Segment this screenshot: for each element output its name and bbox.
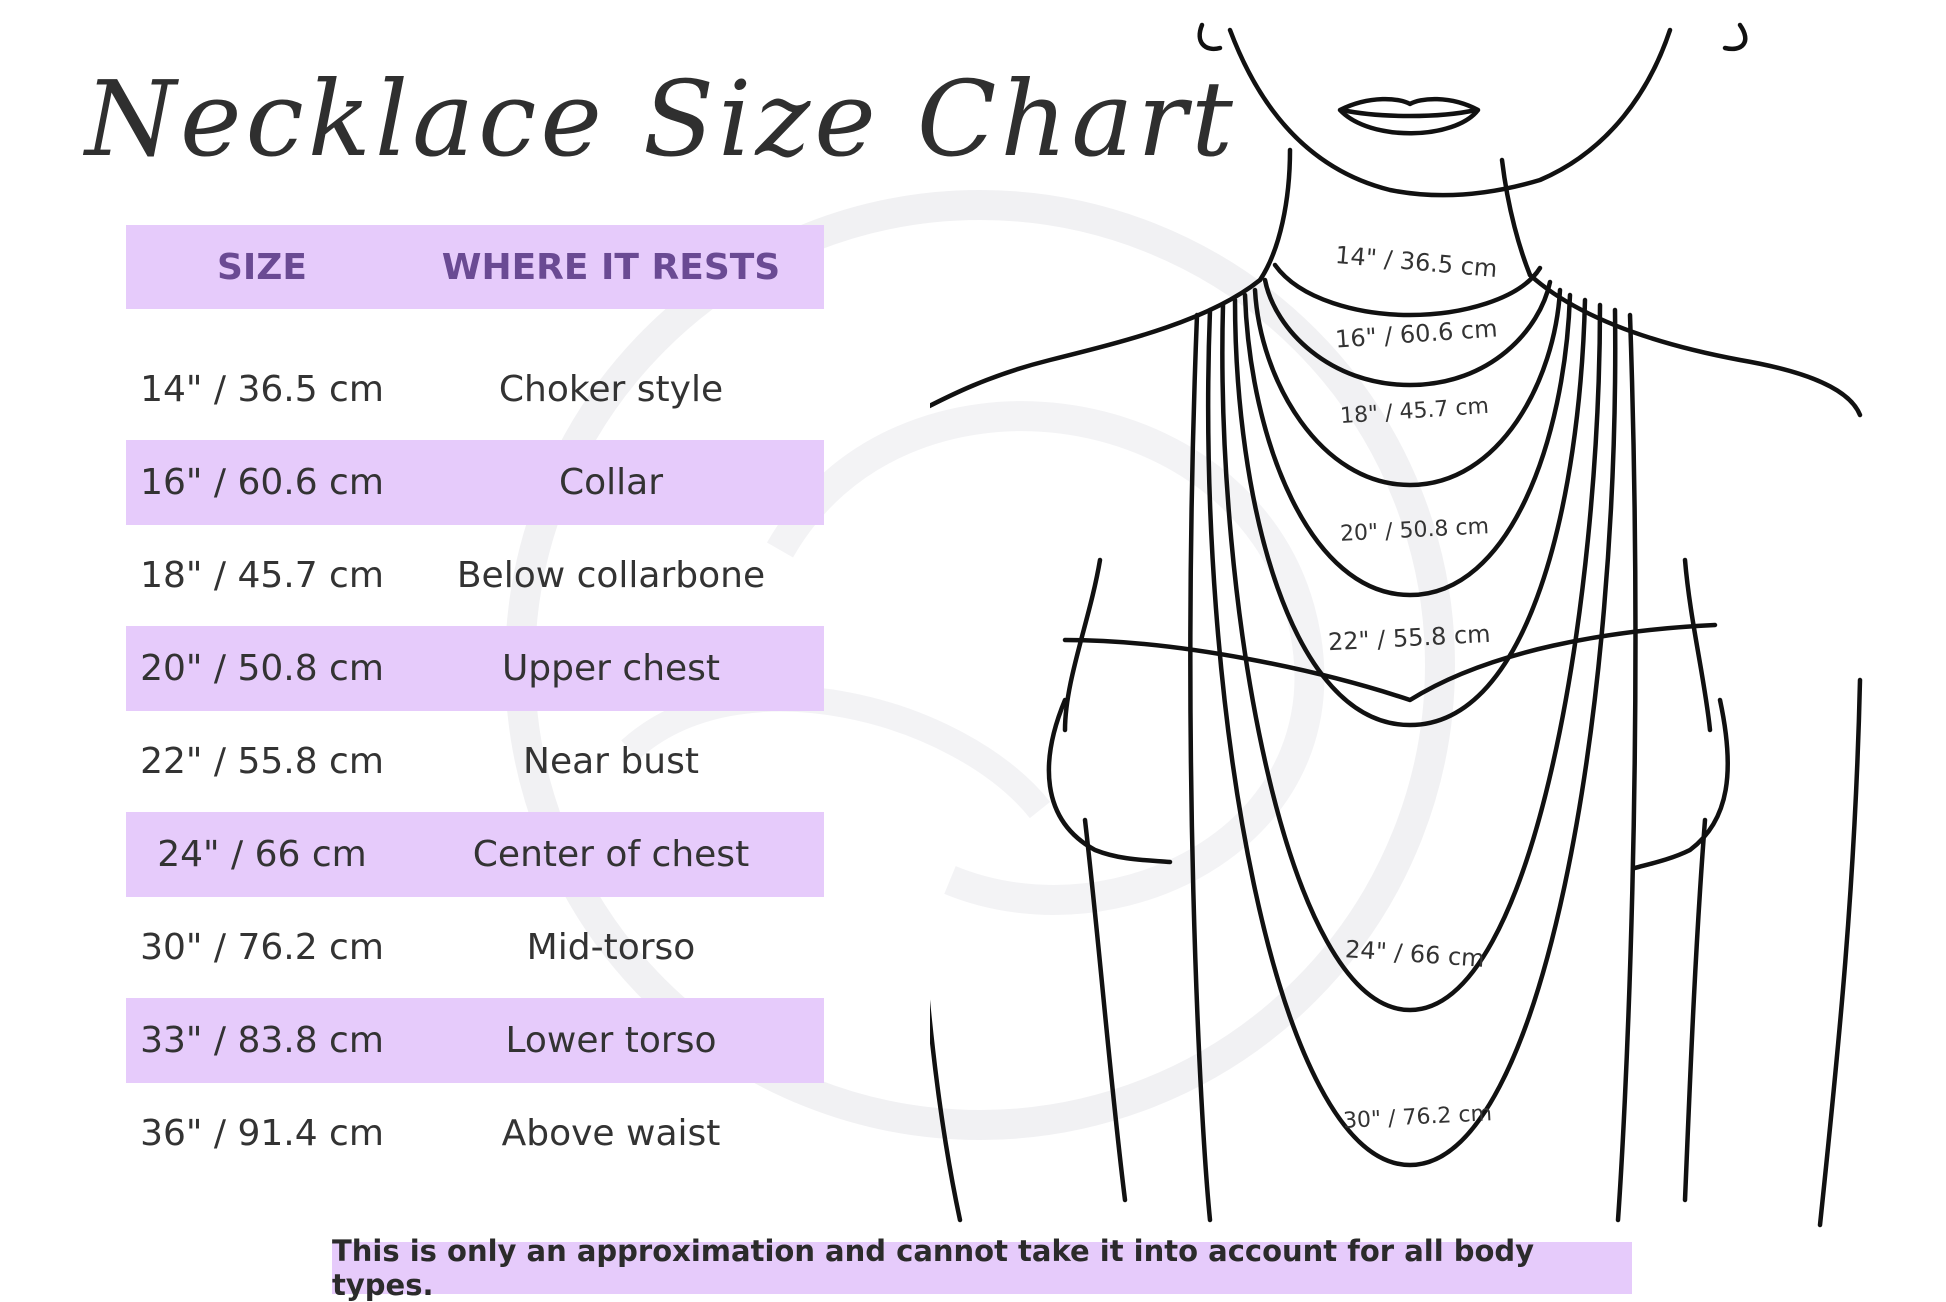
size-table: SIZE WHERE IT RESTS 14" / 36.5 cm Choker… [126, 225, 824, 1176]
header-size: SIZE [216, 246, 308, 288]
rests-cell: Upper chest [501, 648, 721, 689]
size-cell: 20" / 50.8 cm [140, 648, 384, 689]
size-cell: 18" / 45.7 cm [140, 555, 384, 596]
rests-cell: Near bust [523, 741, 699, 782]
table-row: 30" / 76.2 cm Mid-torso [126, 905, 824, 990]
header-where-it-rests: WHERE IT RESTS [441, 246, 781, 288]
size-cell: 36" / 91.4 cm [140, 1113, 384, 1154]
chin-line [1227, 27, 1673, 198]
table-row: 36" / 91.4 cm Above waist [126, 1091, 824, 1176]
rests-cell: Lower torso [505, 1020, 717, 1061]
table-header: SIZE WHERE IT RESTS [126, 225, 824, 309]
table-row: 18" / 45.7 cm Below collarbone [126, 533, 824, 618]
size-cell: 33" / 83.8 cm [140, 1020, 384, 1061]
size-cell: 14" / 36.5 cm [140, 369, 384, 410]
page-title: Necklace Size Chart [85, 58, 1237, 180]
rests-cell: Mid-torso [526, 927, 696, 968]
lips [1337, 96, 1481, 136]
size-cell: 30" / 76.2 cm [140, 927, 384, 968]
necklace-36 [1615, 312, 1638, 1223]
size-cell: 16" / 60.6 cm [140, 462, 384, 503]
necklace-30 [1206, 307, 1618, 1168]
table-row: 33" / 83.8 cm Lower torso [126, 998, 824, 1083]
rests-cell: Center of chest [472, 834, 750, 875]
disclaimer-note: This is only an approximation and cannot… [332, 1234, 1632, 1302]
necklace-16 [1262, 277, 1553, 388]
table-row: 20" / 50.8 cm Upper chest [126, 626, 824, 711]
size-cell: 22" / 55.8 cm [140, 741, 384, 782]
rests-cell: Below collarbone [456, 555, 766, 596]
left-bust [1046, 697, 1173, 865]
right-arm [1817, 677, 1863, 1228]
neck-right [1499, 157, 1533, 278]
table-row: 22" / 55.8 cm Near bust [126, 719, 824, 804]
left-arm [930, 1000, 963, 1223]
rests-cell: Above waist [501, 1113, 721, 1154]
table-row: 14" / 36.5 cm Choker style [126, 347, 824, 432]
necklace-20 [1242, 292, 1573, 598]
dress-line [1062, 622, 1718, 703]
body-illustration [930, 22, 1863, 1228]
table-row: 24" / 66 cm Center of chest [126, 812, 824, 897]
left-ear [1197, 22, 1223, 52]
neck-left [1257, 147, 1293, 283]
necklace-33 [1188, 312, 1213, 1223]
necklace-18 [1252, 287, 1563, 488]
table-row: 16" / 60.6 cm Collar [126, 440, 824, 525]
size-cell: 24" / 66 cm [157, 834, 367, 875]
right-bust [1632, 697, 1730, 871]
necklace-24 [1220, 302, 1603, 1013]
rests-cell: Choker style [498, 369, 724, 410]
right-shoulder [1527, 272, 1863, 418]
necklace-14 [1272, 262, 1543, 318]
right-ear [1722, 22, 1748, 52]
necklace-22 [1232, 297, 1588, 728]
table-body: 14" / 36.5 cm Choker style 16" / 60.6 cm… [126, 347, 824, 1176]
rests-cell: Collar [558, 462, 664, 503]
